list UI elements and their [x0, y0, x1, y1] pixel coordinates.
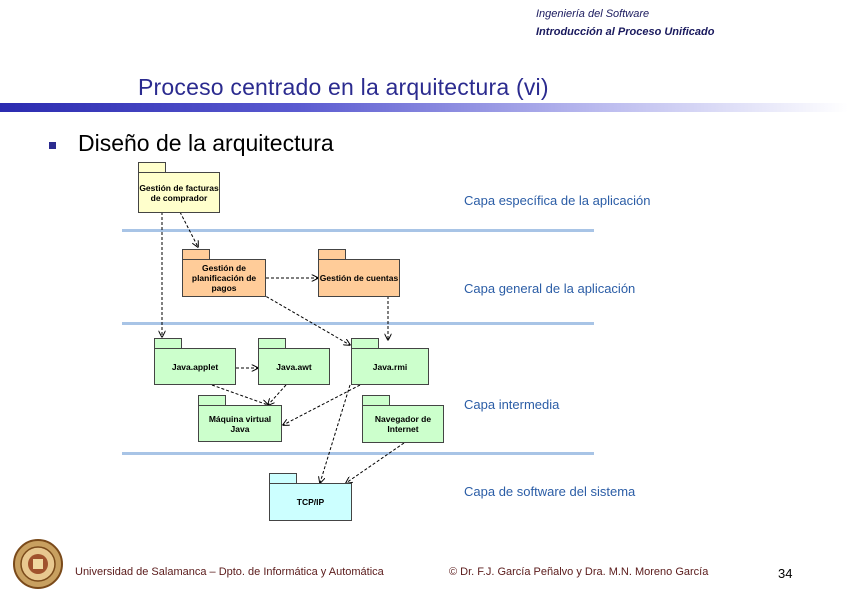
footer-institution: Universidad de Salamanca – Dpto. de Info… [75, 566, 384, 578]
package-label: Gestión de facturas de comprador [138, 172, 220, 213]
footer-authors: © Dr. F.J. García Peñalvo y Dra. M.N. Mo… [449, 566, 709, 578]
bullet-icon [49, 142, 56, 149]
layer-separator [122, 452, 594, 455]
package-label: Gestión de planificación de pagos [182, 259, 266, 297]
package-label: TCP/IP [269, 483, 352, 521]
layer-separator [122, 322, 594, 325]
package-label: Java.rmi [351, 348, 429, 385]
layer-label-middleware: Capa intermedia [464, 397, 560, 412]
header-topic: Introducción al Proceso Unificado [536, 26, 715, 38]
layer-label-system: Capa de software del sistema [464, 484, 636, 499]
package-label: Máquina virtual Java [198, 405, 282, 442]
arrow-awt-jvm [268, 384, 287, 405]
package-label: Navegador de Internet [362, 405, 444, 443]
bullet-text: Diseño de la arquitectura [78, 130, 334, 156]
arrow-navegador-tcpip [346, 442, 405, 483]
arrow-facturas-planificacion [179, 211, 198, 247]
title-underline-bar [0, 103, 848, 112]
package-label: Java.applet [154, 348, 236, 385]
arrow-rmi-jvm [283, 384, 361, 425]
university-seal-icon [13, 539, 63, 589]
arrow-planificacion-rmi [261, 293, 350, 345]
slide-title: Proceso centrado en la arquitectura (vi) [138, 74, 549, 100]
layer-separator [122, 229, 594, 232]
package-label: Gestión de cuentas [318, 259, 400, 297]
page-number: 34 [778, 566, 793, 581]
package-label: Java.awt [258, 348, 330, 385]
arrow-rmi-tcpip [320, 384, 351, 483]
layer-label-specific: Capa específica de la aplicación [464, 193, 651, 208]
header-course: Ingeniería del Software [536, 8, 650, 20]
layer-label-general: Capa general de la aplicación [464, 281, 636, 296]
